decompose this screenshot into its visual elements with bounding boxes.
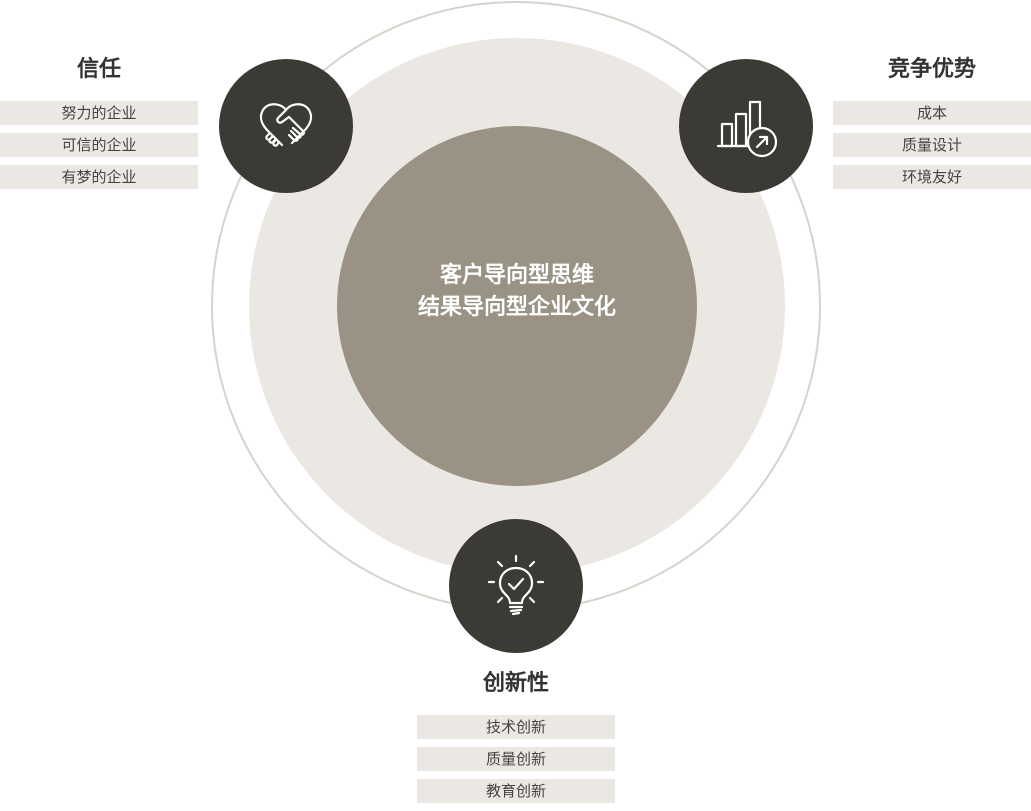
trust-list: 努力的企业 可信的企业 有梦的企业 <box>0 101 198 197</box>
list-item: 环境友好 <box>833 165 1031 189</box>
list-item: 质量创新 <box>417 747 615 771</box>
innovation-badge <box>449 519 583 653</box>
lightbulb-check-icon <box>487 554 545 616</box>
list-item: 质量设计 <box>833 133 1031 157</box>
trust-title: 信任 <box>76 57 121 82</box>
handshake-icon <box>259 103 313 147</box>
competitive-title: 竞争优势 <box>887 57 976 82</box>
competitive-list: 成本 质量设计 环境友好 <box>833 101 1031 197</box>
growth-chart-icon <box>716 100 778 158</box>
core-circle: 客户导向型思维 结果导向型企业文化 <box>337 126 697 486</box>
innovation-title: 创新性 <box>482 671 549 696</box>
competitive-badge <box>679 59 813 193</box>
list-item: 努力的企业 <box>0 101 198 125</box>
list-item: 教育创新 <box>417 779 615 803</box>
list-item: 成本 <box>833 101 1031 125</box>
core-title-line2: 结果导向型企业文化 <box>417 295 616 320</box>
list-item: 技术创新 <box>417 715 615 739</box>
innovation-list: 技术创新 质量创新 教育创新 <box>417 715 615 811</box>
core-title-line1: 客户导向型思维 <box>439 263 594 288</box>
list-item: 可信的企业 <box>0 133 198 157</box>
list-item: 有梦的企业 <box>0 165 198 189</box>
trust-badge <box>219 59 353 193</box>
